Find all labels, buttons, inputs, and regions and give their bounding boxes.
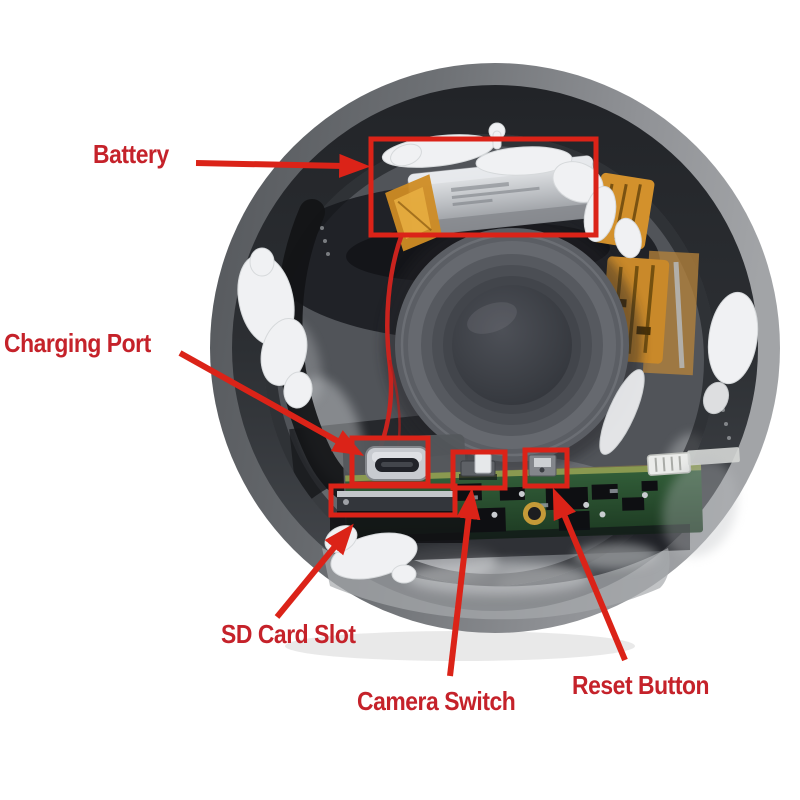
label-sd-card-slot: SD Card Slot [221, 619, 356, 649]
reset-button-highlight-box [522, 447, 570, 489]
lens-face [452, 285, 572, 405]
plastic-wrap [322, 459, 738, 620]
cup-shadow [285, 631, 635, 661]
camera-switch-photo [459, 453, 497, 480]
gold-pad [522, 502, 546, 526]
molded-text-marks [320, 226, 731, 440]
sd-card-slot-highlight-box [328, 483, 458, 518]
label-camera-switch: Camera Switch [357, 686, 516, 716]
glue-blobs-side [237, 247, 759, 584]
label-reset-button: Reset Button [572, 670, 710, 700]
battery-highlight-box [368, 136, 599, 238]
micro-usb-port-photo [365, 446, 429, 481]
reset-button-photo [528, 454, 557, 477]
battery-arrow [195, 153, 371, 178]
glue-blobs-top [381, 122, 642, 259]
camera-switch-highlight-box [450, 449, 508, 491]
reset-button-arrow [552, 487, 628, 662]
lens-barrel [382, 215, 642, 475]
charging-port-highlight-box [349, 435, 431, 487]
battery-photo [385, 155, 599, 252]
label-charging-port: Charging Port [4, 328, 151, 358]
camera-switch-arrow [447, 487, 481, 677]
ribbon-connector [646, 447, 740, 476]
charging-port-arrow [178, 350, 365, 456]
sd-card-slot-arrow [274, 523, 354, 619]
label-battery: Battery [93, 139, 169, 169]
